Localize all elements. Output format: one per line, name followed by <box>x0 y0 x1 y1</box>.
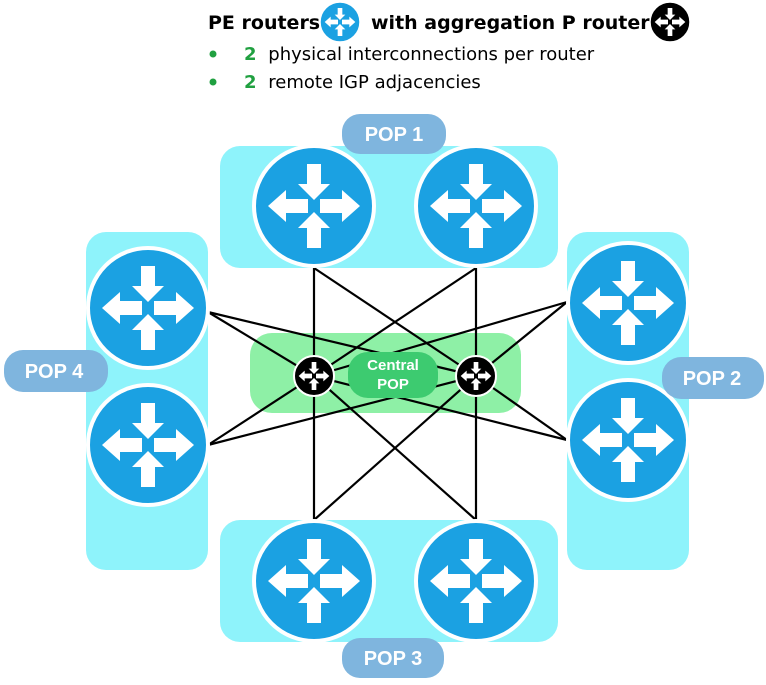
pop1-label-bg <box>342 114 446 154</box>
link <box>313 375 477 521</box>
pop1-label: POP 1 <box>365 124 424 146</box>
pe-router-pop2-bottom[interactable] <box>566 378 690 502</box>
header-title-part2: with aggregation P routers <box>371 12 661 34</box>
pe-router-pop1-right[interactable] <box>414 144 538 268</box>
pe-router-pop3-left[interactable] <box>252 519 376 643</box>
pop2-label: POP 2 <box>683 368 742 390</box>
bullet-2: 2 remote IGP adjacencies <box>244 72 481 93</box>
pe-router-pop4-bottom[interactable] <box>86 383 210 507</box>
bullet-2-text: remote IGP adjacencies <box>268 72 481 93</box>
link <box>313 267 477 377</box>
pop4-label-bg <box>4 350 108 392</box>
bullet-1-text: physical interconnections per router <box>268 44 595 65</box>
central-pop-label-line2: POP <box>377 376 409 393</box>
p-router-right[interactable] <box>455 355 497 397</box>
pop2-label-bg <box>662 357 764 399</box>
pe-router-pop4-top[interactable] <box>86 246 210 370</box>
bullet-dot <box>209 50 217 58</box>
pe-router-legend-icon <box>319 1 361 43</box>
pop3-label-bg <box>342 638 444 678</box>
pe-router-pop3-right[interactable] <box>414 519 538 643</box>
bullet-1-number: 2 <box>244 44 257 65</box>
bullet-2-number: 2 <box>244 72 257 93</box>
link <box>207 375 315 446</box>
header-title-part1: PE routers <box>208 12 320 34</box>
p-router-legend-icon <box>649 1 691 43</box>
pop3-label: POP 3 <box>364 648 423 670</box>
central-pop-label-line1: Central <box>367 357 419 374</box>
pop4-label: POP 4 <box>25 361 84 383</box>
bullet-1: 2 physical interconnections per router <box>244 44 595 65</box>
bullet-dot <box>209 78 217 86</box>
p-router-left[interactable] <box>293 355 335 397</box>
central-pop-label-bg <box>348 352 438 398</box>
pe-router-pop1-left[interactable] <box>252 144 376 268</box>
pe-router-pop2-top[interactable] <box>566 241 690 365</box>
